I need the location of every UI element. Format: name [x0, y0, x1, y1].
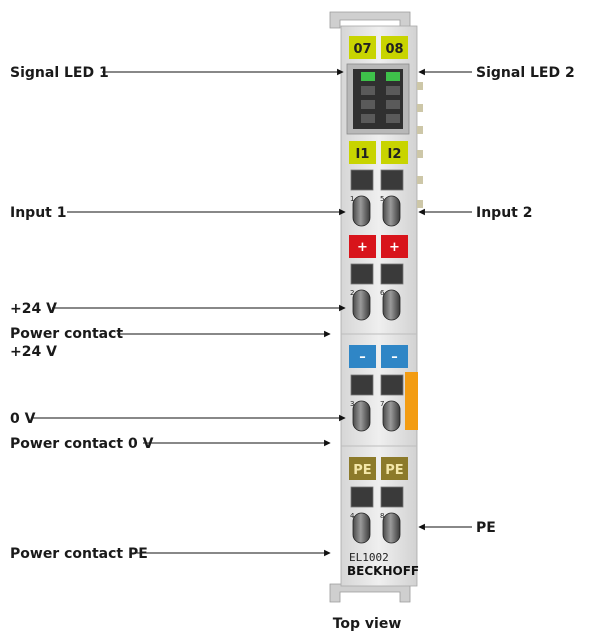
label-power-contact-pe: Power contact PE	[10, 546, 148, 562]
label-input-1: Input 1	[10, 205, 66, 221]
led-tags: 07 08	[349, 36, 408, 59]
contact-number: 5	[380, 195, 384, 203]
led-window	[346, 63, 410, 135]
contact-block-0v: 3 7	[350, 374, 404, 432]
contact-block-input: 1 5	[350, 169, 404, 227]
screw-contact-8[interactable]	[382, 512, 401, 544]
minus-tags: – –	[349, 345, 408, 368]
label-signal-led-1: Signal LED 1	[10, 65, 109, 81]
contact-number: 2	[350, 289, 354, 297]
screw-contact-2[interactable]	[352, 289, 371, 321]
pe-tag-1: PE	[353, 463, 371, 478]
signal-led-1	[361, 72, 375, 81]
minus-tag-2: –	[391, 350, 398, 365]
contact-block-pe: 4 8	[350, 486, 404, 544]
contact-number: 1	[350, 195, 354, 203]
contact-number: 4	[350, 512, 355, 520]
caption: Top view	[333, 616, 402, 632]
input-tag-1: I1	[356, 147, 370, 162]
plus-tag-1: +	[357, 240, 368, 255]
screw-contact-6[interactable]	[382, 289, 401, 321]
model-number: EL1002	[349, 551, 389, 564]
contact-block-24v: 2 6	[350, 263, 404, 321]
contact-number: 3	[350, 400, 354, 408]
led-tag-2: 08	[385, 42, 403, 57]
contact-number: 7	[380, 400, 384, 408]
label-signal-led-2: Signal LED 2	[476, 65, 575, 81]
screw-contact-3[interactable]	[352, 400, 371, 432]
contact-number: 8	[380, 512, 384, 520]
label-input-2: Input 2	[476, 205, 532, 221]
contact-number: 6	[380, 289, 385, 297]
plus-tags: + +	[349, 235, 408, 258]
signal-led-2	[386, 72, 400, 81]
label-plus-24v: +24 V	[10, 301, 57, 317]
screw-contact-5[interactable]	[382, 195, 401, 227]
label-power-contact-0v: Power contact 0 V	[10, 436, 154, 452]
screw-contact-4[interactable]	[352, 512, 371, 544]
screw-contact-7[interactable]	[382, 400, 401, 432]
minus-tag-1: –	[359, 350, 366, 365]
label-pe: PE	[476, 520, 496, 536]
led-tag-1: 07	[353, 42, 371, 57]
input-tags: I1 I2	[349, 141, 408, 164]
pe-tag-2: PE	[385, 463, 403, 478]
power-contact-strip	[405, 372, 418, 430]
plus-tag-2: +	[389, 240, 400, 255]
pe-tags: PE PE	[349, 457, 408, 480]
label-zero-v: 0 V	[10, 411, 36, 427]
brand-logo: BECKHOFF	[347, 564, 419, 578]
label-power-contact: Power contact	[10, 326, 123, 342]
label-power-contact-24v: +24 V	[10, 344, 57, 360]
callout-lines	[32, 68, 472, 557]
screw-contact-1[interactable]	[352, 195, 371, 227]
input-tag-2: I2	[388, 147, 402, 162]
